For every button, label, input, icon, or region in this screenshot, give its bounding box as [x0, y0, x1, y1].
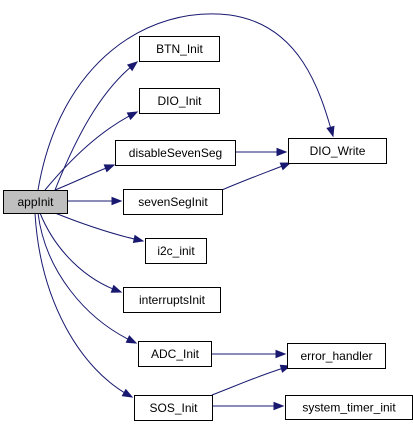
node-label: DIO_Write [310, 144, 366, 158]
edge-appInit-to-DIO_Init [44, 111, 139, 191]
node-DIO_Write[interactable]: DIO_Write [288, 138, 387, 164]
node-label: BTN_Init [156, 42, 203, 56]
arrowhead-icon [126, 61, 139, 72]
edge-line [37, 13, 334, 191]
arrowhead-icon [132, 234, 145, 244]
node-label: error_handler [300, 349, 372, 363]
node-box[interactable] [139, 36, 220, 62]
edges-layer [34, 13, 335, 411]
edge-line [54, 61, 138, 191]
arrowhead-icon [125, 335, 138, 344]
node-box[interactable] [134, 395, 213, 421]
node-box[interactable] [123, 287, 221, 313]
node-interruptsInit[interactable]: interruptsInit [123, 287, 221, 313]
node-label: disableSevenSeg [129, 146, 222, 160]
edge-ADC_Init-to-error_handler [211, 349, 287, 359]
arrowhead-icon [126, 111, 139, 121]
edge-appInit-to-interruptsInit [39, 212, 123, 293]
edge-line [37, 212, 137, 344]
node-box[interactable] [138, 341, 212, 367]
node-box[interactable] [115, 140, 236, 166]
node-box[interactable] [3, 190, 68, 214]
edge-SOS_Init-to-system_timer_init [212, 401, 285, 411]
node-label: interruptsInit [139, 293, 206, 307]
edge-line [34, 212, 133, 398]
arrowhead-icon [103, 164, 116, 173]
edge-line [211, 365, 291, 396]
node-appInit[interactable]: appInit [3, 190, 68, 214]
edge-line [39, 212, 122, 293]
node-label: DIO_Init [157, 94, 202, 108]
node-box[interactable] [287, 343, 386, 369]
node-label: sevenSegInit [138, 195, 208, 209]
node-i2c_init[interactable]: i2c_init [145, 238, 207, 264]
arrowhead-icon [110, 284, 123, 293]
node-SOS_Init[interactable]: SOS_Init [134, 395, 213, 421]
edge-sevenSegInit-to-DIO_Write [221, 162, 292, 191]
node-label: ADC_Init [151, 347, 200, 361]
edge-appInit-to-DIO_Write [37, 13, 335, 191]
node-box[interactable] [139, 88, 220, 114]
edge-appInit-to-SOS_Init [34, 212, 134, 398]
edge-disableSevenSeg-to-DIO_Write [235, 147, 288, 157]
node-label: appInit [17, 195, 54, 209]
edge-appInit-to-disableSevenSeg [54, 164, 116, 191]
arrowhead-icon [326, 125, 335, 138]
node-sevenSegInit[interactable]: sevenSegInit [123, 189, 223, 215]
edge-appInit-to-ADC_Init [37, 212, 138, 344]
arrowhead-icon [279, 162, 292, 171]
node-disableSevenSeg[interactable]: disableSevenSeg [115, 140, 236, 166]
node-box[interactable] [285, 395, 413, 420]
arrowhead-icon [121, 388, 134, 398]
arrowhead-icon [276, 147, 288, 157]
node-DIO_Init[interactable]: DIO_Init [139, 88, 220, 114]
node-label: i2c_init [157, 244, 195, 258]
node-system_timer_init[interactable]: system_timer_init [285, 395, 413, 420]
arrowhead-icon [111, 196, 123, 206]
node-label: system_timer_init [302, 401, 396, 415]
node-error_handler[interactable]: error_handler [287, 343, 386, 369]
node-label: SOS_Init [149, 401, 198, 415]
node-box[interactable] [145, 238, 207, 264]
arrowhead-icon [275, 349, 287, 359]
node-box[interactable] [288, 138, 387, 164]
edge-line [44, 111, 138, 191]
arrowhead-icon [273, 401, 285, 411]
edge-line [221, 162, 291, 191]
edge-line [54, 212, 144, 242]
edge-appInit-to-BTN_Init [54, 61, 139, 191]
edge-SOS_Init-to-error_handler [211, 364, 292, 396]
node-box[interactable] [123, 189, 223, 215]
edge-appInit-to-sevenSegInit [67, 196, 123, 206]
node-BTN_Init[interactable]: BTN_Init [139, 36, 220, 62]
node-ADC_Init[interactable]: ADC_Init [138, 341, 212, 367]
edge-appInit-to-i2c_init [54, 212, 145, 244]
